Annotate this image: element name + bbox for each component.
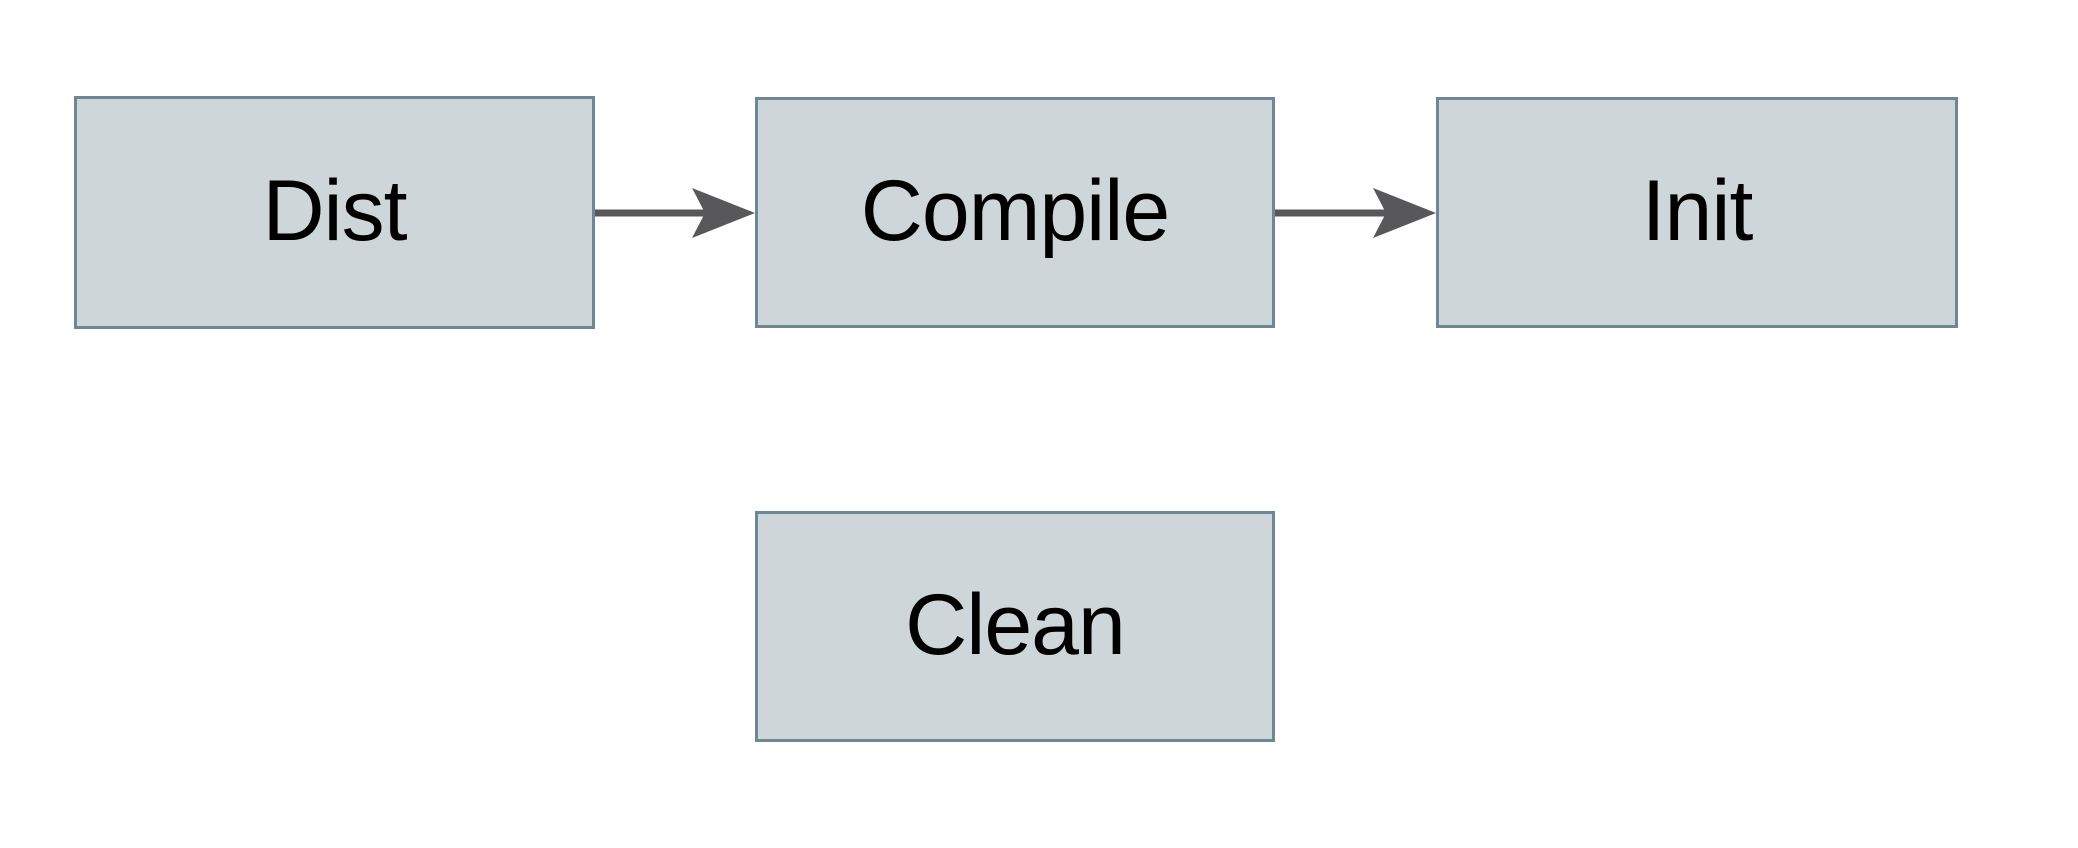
node-compile[interactable]: Compile <box>755 97 1275 328</box>
node-clean[interactable]: Clean <box>755 511 1275 742</box>
node-label-init: Init <box>1641 162 1754 259</box>
node-dist[interactable]: Dist <box>74 96 595 329</box>
node-label-compile: Compile <box>860 162 1170 259</box>
node-init[interactable]: Init <box>1436 97 1958 328</box>
node-label-clean: Clean <box>905 576 1126 673</box>
node-label-dist: Dist <box>262 162 407 259</box>
edge-hit-dist-to-compile[interactable] <box>595 193 755 233</box>
edge-hit-compile-to-init[interactable] <box>1275 193 1436 233</box>
